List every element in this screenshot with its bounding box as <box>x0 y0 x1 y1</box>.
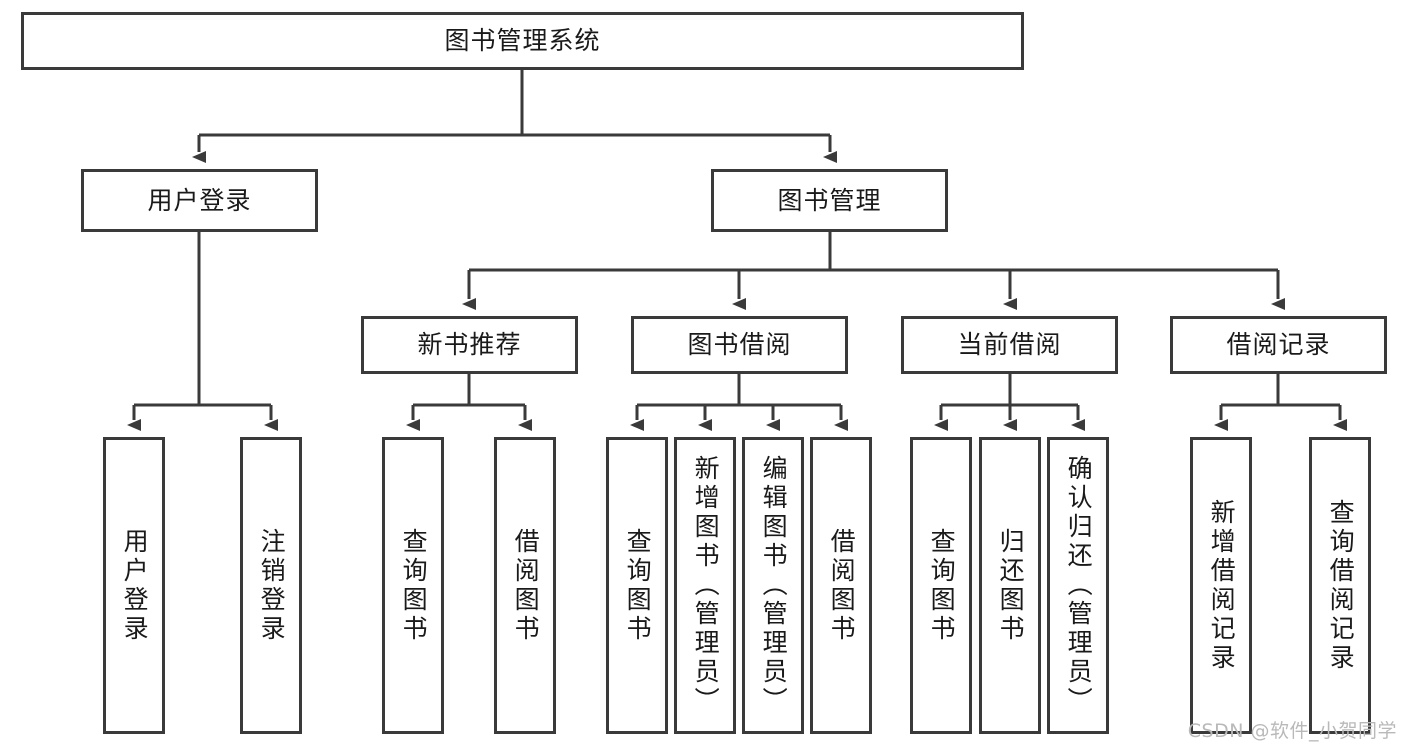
watermark-text: CSDN @软件_小贺同学 <box>1187 720 1397 742</box>
node-root-book-management-system[interactable]: 图书管理系统 <box>21 12 1024 70</box>
node-leaf-add-book[interactable]: 新增图书（管理员） <box>674 437 736 734</box>
node-leaf-add-record[interactable]: 新增借阅记录 <box>1190 437 1252 734</box>
node-label: 查询图书 <box>399 527 429 644</box>
node-leaf-query-book-3[interactable]: 查询图书 <box>910 437 972 734</box>
node-new-book-recommend[interactable]: 新书推荐 <box>361 316 578 374</box>
node-label: 查询图书 <box>623 527 653 644</box>
node-label: 借阅记录 <box>1226 330 1331 360</box>
node-leaf-return-book[interactable]: 归还图书 <box>979 437 1041 734</box>
node-label: 注销登录 <box>257 527 287 644</box>
node-label: 用户登录 <box>147 185 252 215</box>
node-leaf-edit-book[interactable]: 编辑图书（管理员） <box>742 437 804 734</box>
node-label: 新增借阅记录 <box>1207 498 1237 673</box>
node-label: 新书推荐 <box>417 330 522 360</box>
node-label: 归还图书 <box>996 527 1026 644</box>
node-user-login[interactable]: 用户登录 <box>81 169 318 232</box>
node-label: 新增图书（管理员） <box>691 455 721 716</box>
node-label: 确认归还（管理员） <box>1064 455 1094 716</box>
node-book-borrow[interactable]: 图书借阅 <box>631 316 848 374</box>
node-leaf-confirm-return[interactable]: 确认归还（管理员） <box>1047 437 1109 734</box>
node-leaf-query-book-2[interactable]: 查询图书 <box>606 437 668 734</box>
node-label: 当前借阅 <box>957 330 1062 360</box>
node-leaf-logout[interactable]: 注销登录 <box>240 437 302 734</box>
node-leaf-query-record[interactable]: 查询借阅记录 <box>1309 437 1371 734</box>
node-label: 借阅图书 <box>827 527 857 644</box>
node-label: 用户登录 <box>120 527 150 644</box>
node-leaf-borrow-book-1[interactable]: 借阅图书 <box>494 437 556 734</box>
node-current-borrow[interactable]: 当前借阅 <box>901 316 1118 374</box>
node-label: 图书管理 <box>777 185 882 215</box>
node-leaf-user-login[interactable]: 用户登录 <box>103 437 165 734</box>
node-label: 查询借阅记录 <box>1326 498 1356 673</box>
node-leaf-query-book-1[interactable]: 查询图书 <box>382 437 444 734</box>
node-label: 借阅图书 <box>511 527 541 644</box>
node-borrow-record[interactable]: 借阅记录 <box>1170 316 1387 374</box>
node-label: 查询图书 <box>927 527 957 644</box>
node-label: 图书借阅 <box>687 330 792 360</box>
node-leaf-borrow-book-2[interactable]: 借阅图书 <box>810 437 872 734</box>
node-label: 图书管理系统 <box>444 26 601 56</box>
node-book-management[interactable]: 图书管理 <box>711 169 948 232</box>
node-label: 编辑图书（管理员） <box>759 455 789 716</box>
